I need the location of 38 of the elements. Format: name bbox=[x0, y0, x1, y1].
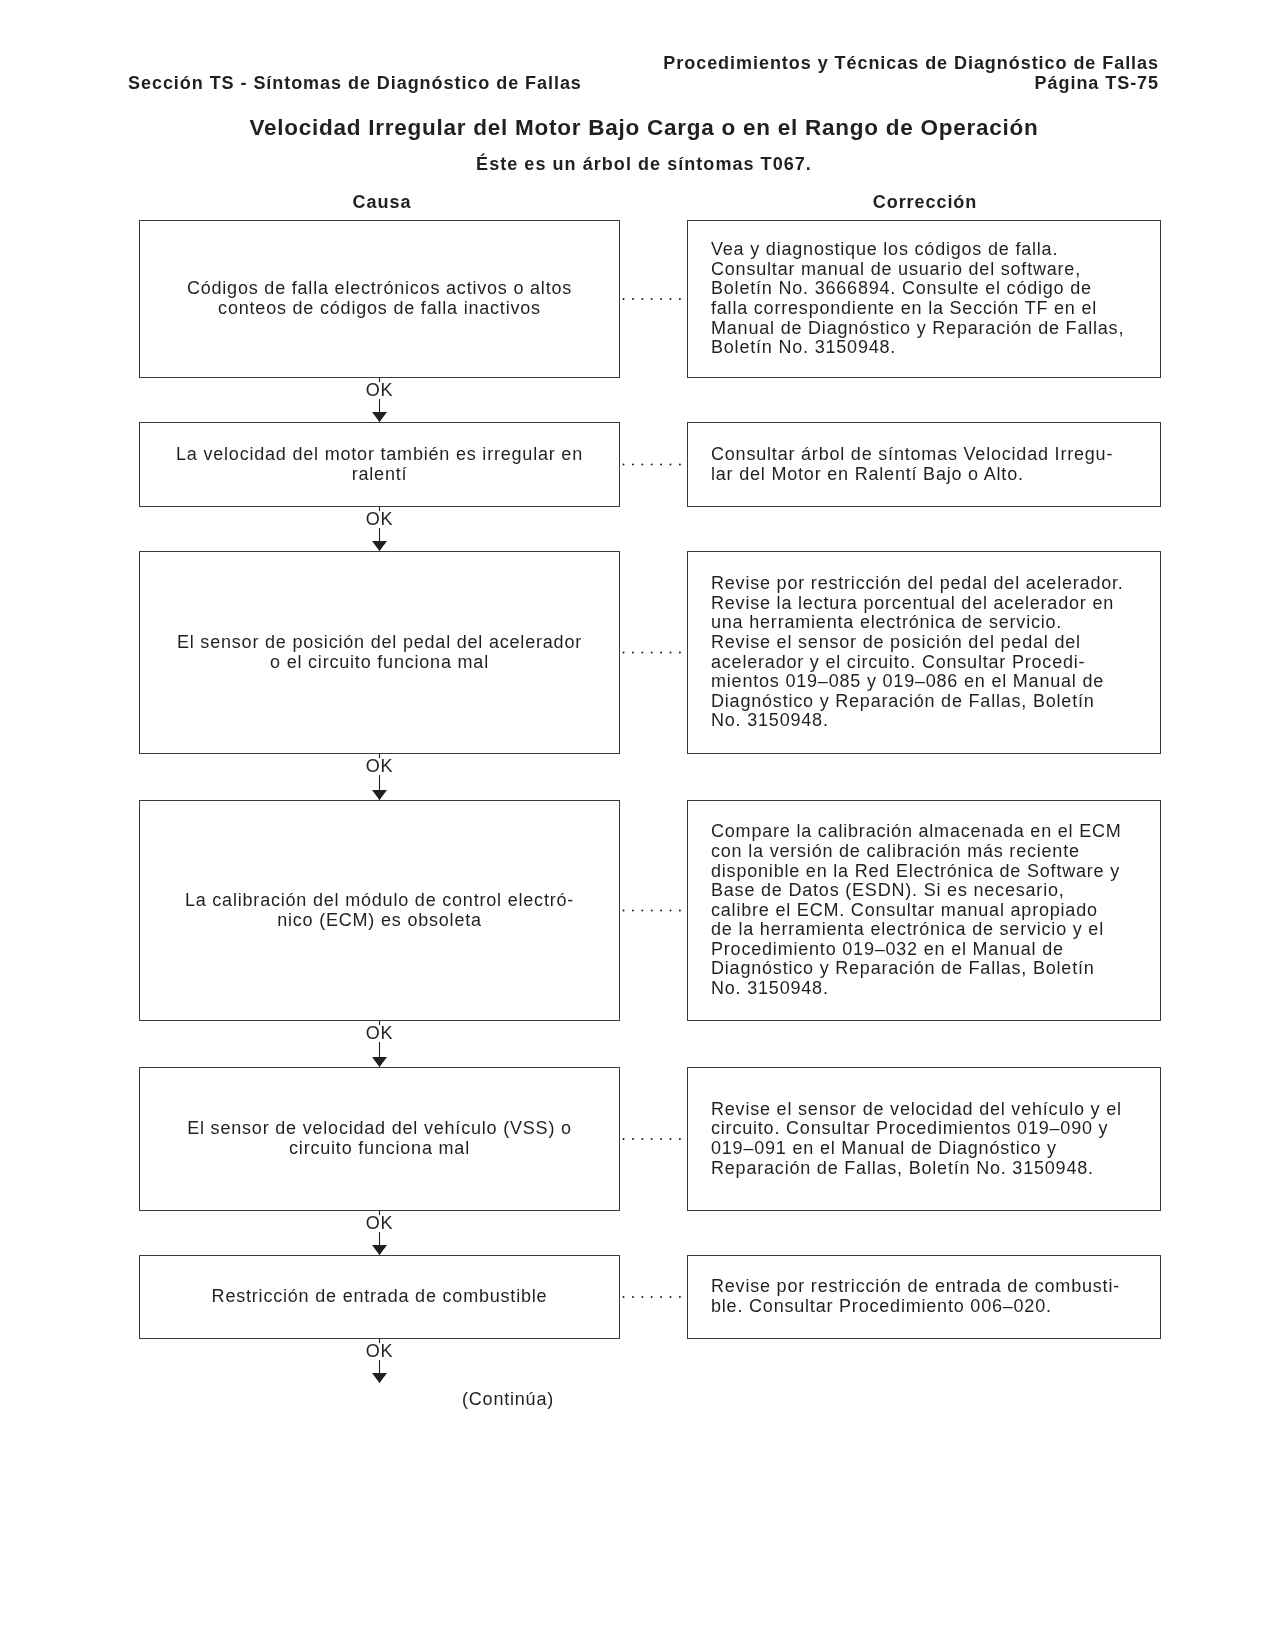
correction-text: Revise por restricción de entrada de combusti- ble. Consultar Procedimiento 006–020. bbox=[711, 1277, 1121, 1317]
cause-text: La calibración del módulo de control electró- nico (ECM) es obsoleta bbox=[183, 890, 576, 931]
correction-box bbox=[687, 422, 1161, 507]
correction-box bbox=[687, 1255, 1161, 1339]
correction-text: Consultar árbol de síntomas Velocidad Irregu- lar del Motor en Ralentí Bajo o Alto. bbox=[711, 444, 1115, 485]
cause-text: El sensor de posición del pedal del acelerador o el circuito funciona mal bbox=[175, 632, 583, 673]
cause-text: El sensor de velocidad del vehículo (VSS) o circuito funciona mal bbox=[186, 1119, 573, 1159]
edge-label: OK bbox=[364, 758, 395, 775]
correction-text: Revise el sensor de velocidad del vehículo y el circuito. Consultar Procedimientos 019–090 y 019–091 en el Manual de Diagnóstico y Reparación de Fallas, Boletín No. 3150948. bbox=[711, 1099, 1123, 1179]
running-header: Sección TS - Síntomas de Diagnóstico de Fallas bbox=[128, 73, 582, 93]
cause-box bbox=[139, 800, 620, 1021]
edge-label: OK bbox=[364, 1215, 395, 1232]
cause-box bbox=[139, 220, 620, 378]
correction-box bbox=[687, 800, 1161, 1021]
correction-box bbox=[687, 551, 1161, 754]
continuation-note: (Continúa) bbox=[462, 1389, 554, 1409]
correction-text: Vea y diagnostique los códigos de falla. Consultar manual de usuario del software, Boletín No. 3666894. Consulte el código de falla correspondiente en la Sección TF en el Manual de Diagnóstico y Reparación de Fallas, Boletín No. 3150948. bbox=[711, 240, 1125, 358]
page-title: Velocidad Irregular del Motor Bajo Carga o en el Rango de Operación bbox=[249, 115, 1039, 140]
edge-label: OK bbox=[364, 382, 395, 399]
cause-text: Códigos de falla electrónicos activos o altos conteos de códigos de falla inactivos bbox=[185, 279, 574, 319]
cause-box bbox=[139, 551, 620, 754]
correction-box bbox=[687, 1067, 1161, 1211]
cause-box bbox=[139, 1255, 620, 1339]
correction-text: Compare la calibración almacenada en el ECM con la versión de calibración más reciente disponible en la Red Electrónica de Software y Base de Datos (ESDN). Si es necesario, calibre el ECM. Consultar manual apropiado de la herramienta electrónica de servicio y el Procedimiento 019–032 en el Manual de Diagnóstico y Reparación de Fallas, Boletín No. 3150948. bbox=[711, 822, 1123, 999]
edge-label: OK bbox=[364, 1025, 395, 1042]
cause-box bbox=[139, 422, 620, 507]
edge-label: OK bbox=[364, 511, 395, 528]
running-header: Procedimientos y Técnicas de Diagnóstico de Fallas bbox=[663, 53, 1159, 73]
cause-box bbox=[139, 1067, 620, 1211]
subtitle: Éste es un árbol de síntomas T067. bbox=[476, 154, 812, 174]
column-heading: Causa bbox=[352, 192, 412, 212]
running-header: Página TS-75 bbox=[1034, 73, 1159, 93]
column-heading: Corrección bbox=[872, 192, 978, 212]
edge-label: OK bbox=[364, 1343, 395, 1360]
cause-text: La velocidad del motor también es irregular en ralentí bbox=[175, 444, 584, 485]
cause-text: Restricción de entrada de combustible bbox=[211, 1287, 548, 1307]
correction-text: Revise por restricción del pedal del acelerador. Revise la lectura porcentual del acelerador en una herramienta electrónica de servicio. Revise el sensor de posición del pedal del acelerador y el circuito. Consultar Procedi- mientos 019–085 y 019–086 en el Manual de Diagnóstico y Reparación de Fallas, Boletín No. 3150948. bbox=[711, 574, 1125, 731]
correction-box bbox=[687, 220, 1161, 378]
